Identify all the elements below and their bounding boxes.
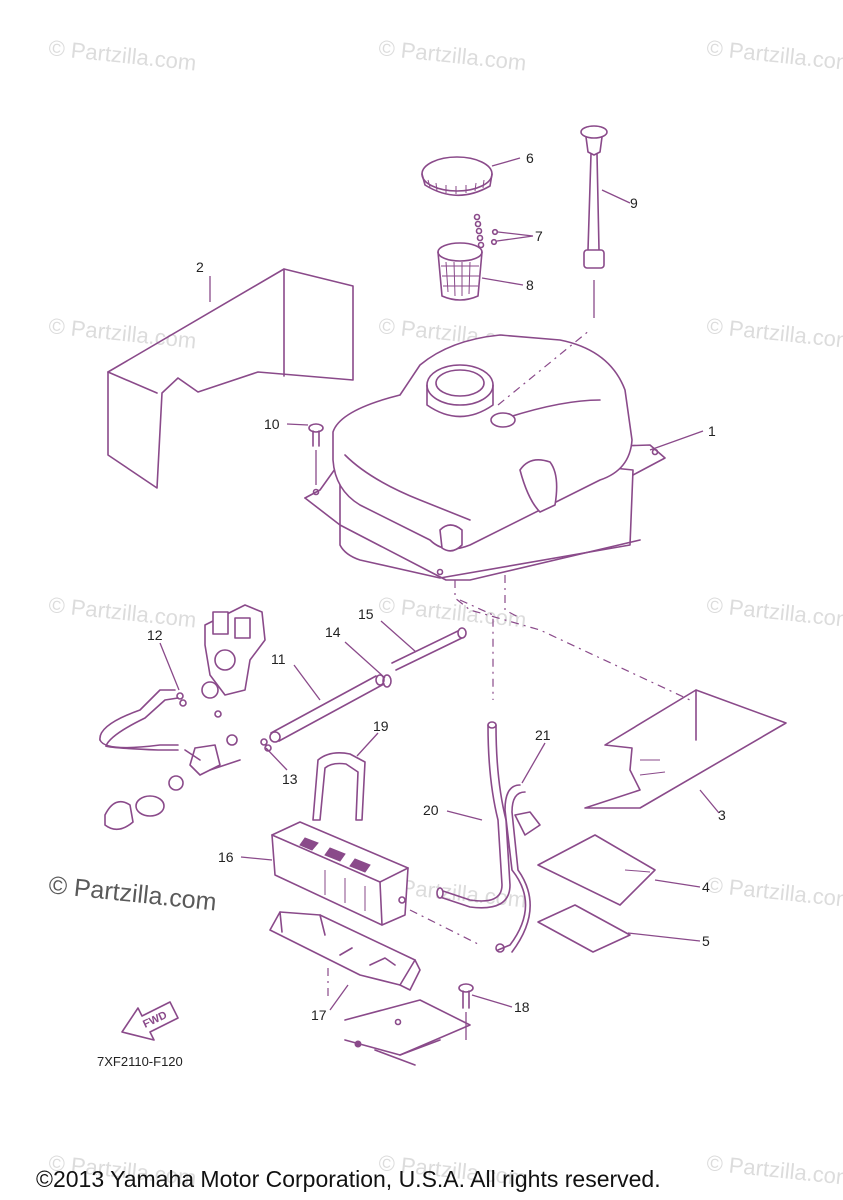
part-12-carburetor-assembly[interactable] [99, 604, 266, 831]
part-14-clamp[interactable] [382, 674, 392, 688]
callout-17: 17 [311, 1007, 327, 1023]
part-10-bolt[interactable] [308, 423, 324, 485]
callout-4: 4 [702, 879, 710, 895]
callout-7: 7 [535, 228, 543, 244]
fwd-arrow: FWD [121, 1001, 179, 1041]
part-5-pad[interactable] [537, 904, 631, 953]
callout-21: 21 [535, 727, 551, 743]
callout-11: 11 [271, 651, 286, 667]
callout-16: 16 [218, 849, 234, 865]
callout-1: 1 [708, 423, 716, 439]
watermark: © Partzilla.com [705, 313, 843, 353]
part-18-bolt[interactable] [458, 983, 474, 1040]
callout-8: 8 [526, 277, 534, 293]
watermark: © Partzilla.com [705, 1150, 843, 1190]
part-19-band[interactable] [312, 752, 366, 821]
part-9-fuel-gauge[interactable] [580, 125, 608, 318]
part-21-hose[interactable] [495, 784, 541, 953]
callout-20: 20 [423, 802, 439, 818]
callout-10: 10 [264, 416, 280, 432]
callout-14: 14 [325, 624, 341, 640]
diagram-code: 7XF2110-F120 [97, 1054, 183, 1069]
copyright-notice: ©2013 Yamaha Motor Corporation, U.S.A. A… [36, 1166, 661, 1192]
part-16-canister[interactable] [271, 821, 409, 926]
leader-lines [159, 157, 720, 1011]
part-8-strainer[interactable] [437, 242, 483, 301]
watermark: © Partzilla.com [47, 592, 197, 632]
watermark-prominent: © Partzilla.com [47, 871, 217, 916]
part-4-insulator[interactable] [537, 834, 656, 906]
watermark: © Partzilla.com [705, 872, 843, 912]
part-1-fuel-tank[interactable] [304, 329, 691, 701]
part-3-heat-shield[interactable] [584, 689, 787, 809]
part-11-hose[interactable] [269, 674, 385, 743]
callout-18: 18 [514, 999, 530, 1015]
part-13-clip[interactable] [260, 738, 272, 752]
frame-fragment [344, 999, 471, 1066]
part-15-pipe[interactable] [391, 627, 467, 671]
watermark: © Partzilla.com [705, 35, 843, 75]
part-7-chain[interactable] [473, 213, 499, 249]
callout-19: 19 [373, 718, 389, 734]
callout-13: 13 [282, 771, 298, 787]
watermark: © Partzilla.com [705, 592, 843, 632]
watermark: © Partzilla.com [47, 35, 197, 75]
callout-5: 5 [702, 933, 710, 949]
callout-2: 2 [196, 259, 204, 275]
callout-12: 12 [147, 627, 163, 643]
callout-3: 3 [718, 807, 726, 823]
callout-6: 6 [526, 150, 534, 166]
watermark: © Partzilla.com [377, 35, 527, 75]
part-6-fuel-cap[interactable] [421, 156, 493, 196]
callout-15: 15 [358, 606, 374, 622]
part-17-bracket[interactable] [269, 911, 421, 1000]
callout-numbers: 1 2 3 4 5 6 7 8 9 10 11 12 13 14 15 16 1… [147, 150, 726, 1023]
part-20-hose[interactable] [409, 721, 511, 946]
callout-9: 9 [630, 195, 638, 211]
part-2-side-cover[interactable] [107, 268, 354, 489]
